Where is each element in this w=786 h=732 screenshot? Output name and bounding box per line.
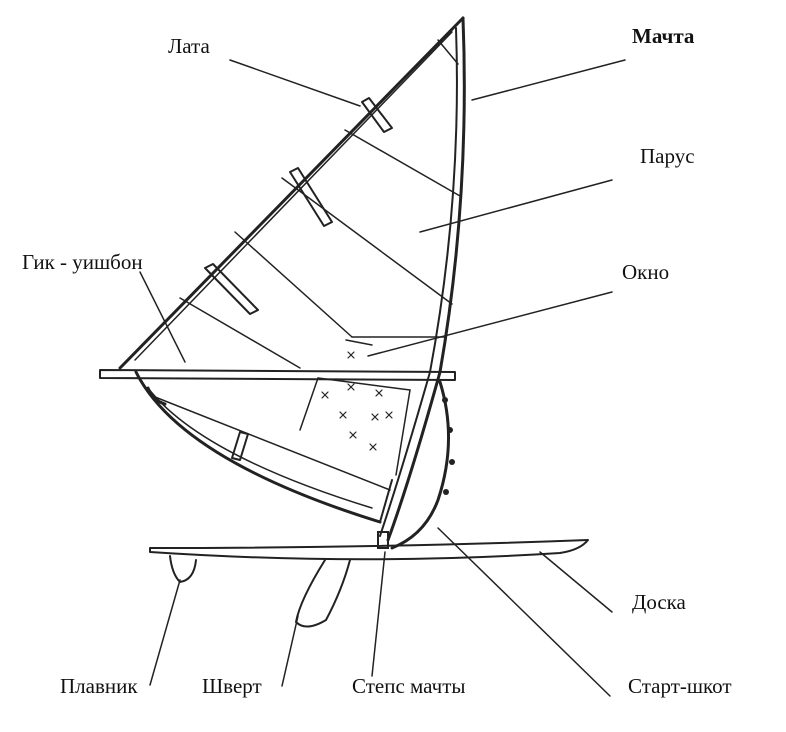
label-uphaul: Старт-шкот (628, 674, 732, 698)
battens (204, 97, 393, 461)
label-sail: Парус (640, 144, 695, 168)
sail (118, 16, 465, 524)
board (149, 539, 589, 561)
label-fin: Плавник (60, 674, 138, 698)
fin (169, 555, 197, 583)
label-mast: Мачта (632, 24, 695, 48)
uphaul-rope (146, 380, 455, 550)
sail-panels (149, 39, 461, 491)
mast-step (377, 531, 389, 549)
label-board: Доска (632, 590, 686, 614)
wishbone-boom (99, 369, 456, 381)
label-daggerboard: Шверт (202, 674, 262, 698)
label-window: Окно (622, 260, 670, 284)
mast (379, 16, 466, 542)
label-batten: Лата (168, 34, 210, 58)
label-mast-step: Степс мачты (352, 674, 466, 698)
label-wishbone: Гик - уишбон (22, 250, 143, 274)
leader-lines (139, 59, 626, 697)
daggerboard (295, 559, 351, 628)
window-marks (321, 351, 393, 451)
